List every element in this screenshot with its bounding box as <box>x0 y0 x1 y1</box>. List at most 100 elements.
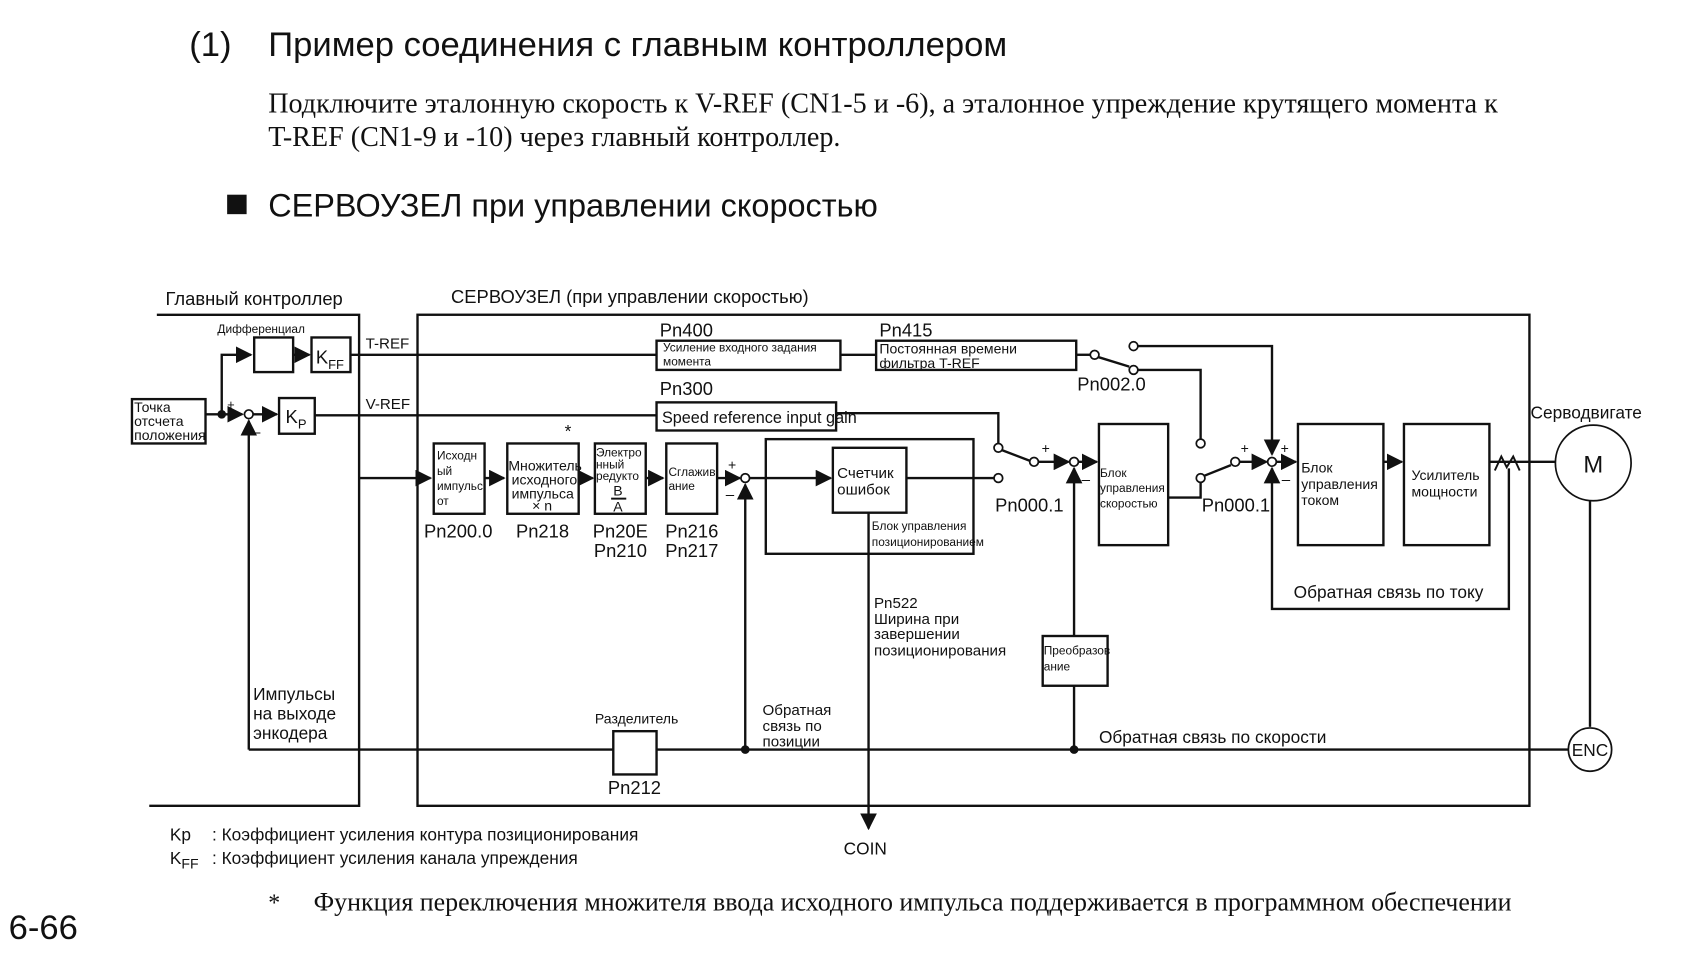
egear-label-3: редукто <box>596 469 639 483</box>
sum-node-3 <box>1068 456 1080 468</box>
encoder-label: ENC <box>1572 740 1609 760</box>
encoder-pulses-label-2: на выходе <box>253 703 336 723</box>
power-amp-label-2: мощности <box>1412 483 1478 499</box>
pn300-label: Pn300 <box>660 378 713 399</box>
reference-point-box <box>130 397 207 445</box>
legend-kp-desc: : Коэффициент усиления контура позициони… <box>212 824 638 844</box>
sum4-minus: – <box>1282 472 1291 489</box>
torque-gain-label-1: Усиление входного задания <box>663 341 817 355</box>
speed-control-label-1: Блок <box>1100 466 1127 480</box>
subheading: СЕРВОУЗЕЛ при управлении скоростью <box>268 187 878 223</box>
smoothing-box <box>665 442 719 515</box>
pn218-label: Pn218 <box>516 521 569 542</box>
junction-speed-feedback <box>1069 745 1079 754</box>
divider-label: Разделитель <box>595 711 678 727</box>
motor-label: M <box>1583 452 1603 479</box>
pos-width-label-2: завершении <box>874 626 960 643</box>
kff-box <box>310 336 352 374</box>
sum4-plus-top: + <box>1281 440 1289 456</box>
wire-pn002-to-pn000 <box>1137 368 1202 440</box>
smoothing-label-1: Сглажив <box>668 465 715 479</box>
torque-gain-box <box>655 339 842 372</box>
footnote-mark: * <box>268 891 280 917</box>
converter-label-2: ание <box>1044 660 1071 674</box>
current-control-label-1: Блок <box>1301 460 1333 476</box>
smoothing-label-2: ание <box>668 479 695 493</box>
intro-line-2: T-REF (CN1-9 и -10) через главный контро… <box>268 122 840 153</box>
sum2-plus: + <box>728 456 736 472</box>
pn415-label: Pn415 <box>879 319 932 340</box>
reference-point-label-1: Точка <box>134 399 171 415</box>
speed-feedback-label: Обратная связь по скорости <box>1099 727 1327 747</box>
error-counter-box <box>831 446 908 514</box>
differential-label: Дифференциал <box>217 322 305 336</box>
motor-title: Серводвигате <box>1531 403 1642 423</box>
pn002-switch-pivot <box>1089 349 1100 360</box>
section-number: (1) <box>189 26 231 64</box>
legend-kff-key: KFF <box>170 848 199 871</box>
kff-label: KFF <box>316 346 344 371</box>
pos-block-label-2: позиционированием <box>872 535 984 549</box>
ref-pulse-label-4: от <box>437 494 449 508</box>
t-ref-label: T-REF <box>366 335 410 352</box>
asterisk-mark: * <box>565 421 572 441</box>
pn000a-label: Pn000.1 <box>995 495 1063 516</box>
pn000b-contact-top <box>1195 438 1206 449</box>
sum-node-4 <box>1266 456 1278 468</box>
reference-point-label-3: положения <box>134 427 206 443</box>
multiplier-box <box>506 442 580 515</box>
error-counter-label-1: Счетчик <box>837 465 894 482</box>
sum2-minus: – <box>726 487 735 504</box>
multiplier-label-1: Множитель <box>508 458 581 474</box>
current-sensor-icon <box>1493 454 1521 471</box>
wire-speed-to-switch <box>1168 482 1202 499</box>
pos-feedback-label-1: Обратная <box>763 702 832 719</box>
egear-numerator: B <box>613 482 622 498</box>
page-number: 6-66 <box>9 909 78 947</box>
pn000a-contact-top <box>993 442 1004 453</box>
pn000a-switch-blade <box>1001 448 1031 462</box>
pos-block-label-1: Блок управления <box>872 519 967 533</box>
power-amp-box <box>1402 422 1491 547</box>
pn002-contact-top <box>1128 340 1139 352</box>
encoder-pulses-label-3: энкодера <box>253 723 328 743</box>
pn002-switch-blade <box>1097 355 1130 368</box>
tref-filter-box <box>874 339 1078 372</box>
intro-line-1: Подключите эталонную скорость к V-REF (C… <box>268 88 1498 119</box>
current-control-box <box>1296 422 1385 547</box>
converter-label-1: Преобразов <box>1044 643 1110 657</box>
current-control-label-2: управления <box>1301 476 1378 492</box>
coin-label: COIN <box>844 838 887 858</box>
ref-pulse-box <box>432 442 486 515</box>
sum1-minus: – <box>252 424 261 441</box>
speed-control-box <box>1097 422 1170 547</box>
pos-width-label-3: позиционирования <box>874 642 1006 659</box>
speed-control-label-2: управления <box>1100 481 1165 495</box>
pos-feedback-label-3: позиции <box>763 733 820 750</box>
speed-gain-box <box>655 401 838 432</box>
wire-current-feedback <box>1263 466 1511 611</box>
host-controller-frame <box>149 313 361 808</box>
pn20e-label: Pn20E <box>593 521 648 542</box>
current-feedback-label: Обратная связь по току <box>1294 582 1484 602</box>
wire-torque-ff-to-sum <box>1137 344 1281 456</box>
reference-point-label-2: отсчета <box>134 413 184 429</box>
sum3-plus: + <box>1042 440 1050 456</box>
pn000b-label: Pn000.1 <box>1202 495 1270 516</box>
divider-box <box>612 729 658 776</box>
converter-box <box>1041 634 1109 687</box>
electronic-gear-box <box>593 442 647 515</box>
pos-feedback-label-2: связь по <box>763 718 822 735</box>
multiplier-label-3: импульса <box>512 486 574 502</box>
pn217-label: Pn217 <box>665 540 718 561</box>
multiplier-label-4: × n <box>532 498 552 514</box>
v-ref-label: V-REF <box>366 396 411 413</box>
servo-title: СЕРВОУЗЕЛ (при управлении скоростью) <box>451 286 809 307</box>
pn000b-contact-bottom <box>1195 472 1206 484</box>
torque-gain-label-2: момента <box>663 355 711 369</box>
legend-kff-desc: : Коэффициент усиления канала упреждения <box>212 848 578 868</box>
pn400-label: Pn400 <box>660 319 713 340</box>
motor-icon <box>1554 424 1632 502</box>
ref-pulse-label-2: ый <box>437 464 452 478</box>
pos-width-label-1: Ширина при <box>874 611 959 628</box>
